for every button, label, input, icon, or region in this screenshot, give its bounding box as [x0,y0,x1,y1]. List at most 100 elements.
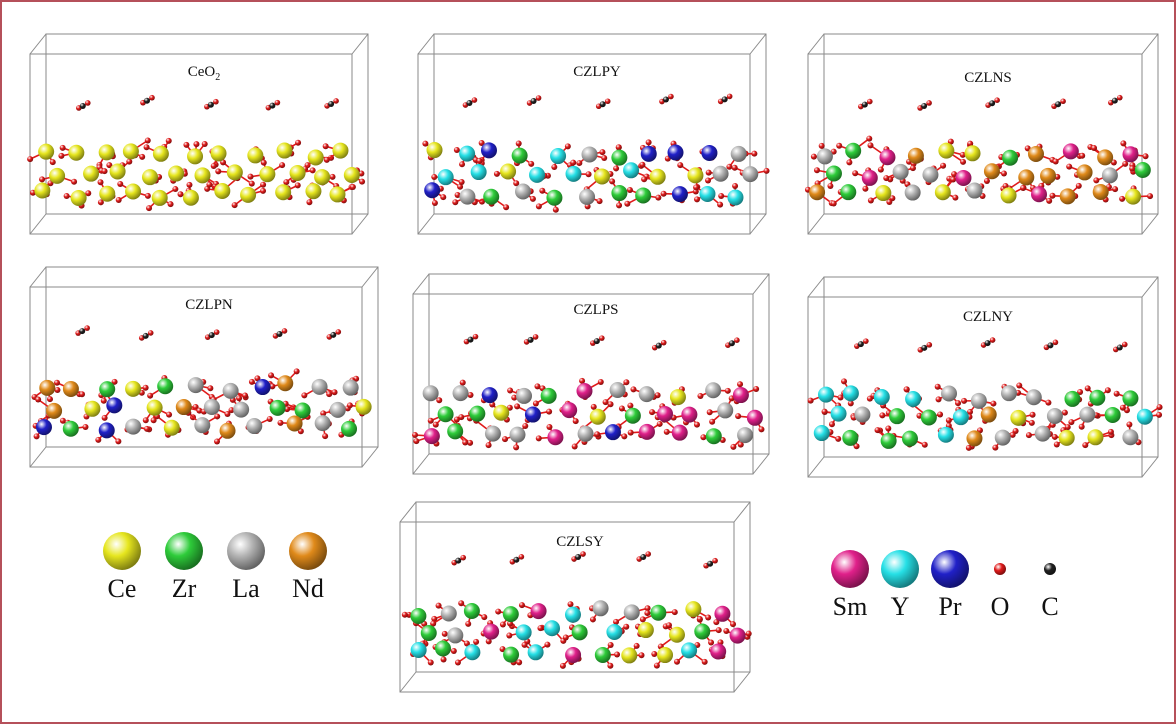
atom-nd [966,430,983,447]
atom-la [440,605,457,622]
oxygen-atom [852,170,859,177]
oxygen-atom [1156,404,1163,411]
atom-zr [410,607,427,624]
oxygen-atom [737,381,744,388]
oxygen-atom [39,176,46,183]
oxygen-atom [959,151,966,158]
oxygen-atom [535,435,542,442]
atom-zr [503,646,520,663]
carbon-atom [599,101,606,108]
oxygen-atom [660,339,667,346]
atom-ce [109,163,126,180]
oxygen-atom [1129,165,1136,172]
oxygen-atom [242,392,249,399]
oxygen-atom [167,201,174,208]
atom-la [484,425,501,442]
oxygen-atom [495,608,502,615]
atom-zr [463,602,480,619]
oxygen-atom [183,141,190,148]
atom-pr [254,379,271,396]
carbon-atom [1111,97,1118,104]
oxygen-atom [532,334,539,340]
atom-sm [681,406,698,423]
atom-ce [275,184,292,201]
panel-title-czlsy: CZLSY [556,534,604,550]
atom-y [410,642,427,659]
atom-ce [98,144,115,161]
oxygen-atom [458,179,465,186]
carbon-atom [455,557,462,564]
oxygen-atom [590,403,597,410]
oxygen-atom [967,408,974,415]
oxygen-atom [514,403,521,410]
oxygen-atom [454,191,461,198]
atom-la [203,399,220,416]
atom-nd [1040,167,1057,184]
oxygen-atom [1077,389,1084,396]
legend-swatch-ce [103,532,141,570]
atom-ce [493,404,510,421]
oxygen-atom [945,417,952,424]
atom-zr [920,409,937,426]
oxygen-atom [655,194,662,201]
oxygen-atom [1046,197,1053,204]
atom-zr [469,405,486,422]
oxygen-atom [266,415,273,422]
atom-nd [46,402,63,419]
atom-ce [329,186,346,203]
oxygen-atom [867,197,874,204]
cell-back-face [45,33,369,215]
oxygen-atom [228,407,235,414]
cell-edge [417,213,435,235]
legend-item-zr: Zr [156,530,212,604]
oxygen-atom [879,412,886,419]
atom-zr [511,147,528,164]
carbon-atom [662,96,669,103]
oxygen-atom [559,662,566,669]
czlps-structure [412,273,770,475]
oxygen-atom [585,171,592,178]
oxygen-atom [616,202,623,209]
atom-nd [1092,184,1109,201]
oxygen-atom [213,329,220,335]
legend-ball [165,532,203,570]
oxygen-atom [95,436,102,443]
oxygen-atom [926,100,932,106]
legend-swatch-y [881,550,919,588]
atom-la [447,627,464,644]
atom-sm [861,169,878,186]
oxygen-atom [1119,195,1126,202]
atom-la [452,385,469,402]
atom-la [1101,167,1118,184]
oxygen-atom [453,146,460,153]
cell-edge [807,33,825,55]
oxygen-atom [989,337,996,343]
atom-y [544,620,561,637]
atom-ce [187,148,204,165]
atom-zr [594,646,611,663]
oxygen-atom [580,551,586,557]
panel-czlns: CZLNS [802,24,1174,264]
atom-ce [259,166,276,183]
legend-ball [103,532,141,570]
atom-la [712,165,729,182]
oxygen-atom [481,614,488,621]
atom-sm [746,409,763,426]
atom-ce [70,189,87,206]
atom-la [941,385,958,402]
atom-zr [269,399,286,416]
atom-zr [434,640,451,657]
oxygen-atom [206,181,213,188]
legend-item-nd: Nd [280,530,336,604]
oxygen-atom [358,170,365,177]
atom-zr [624,407,641,424]
atom-la [966,182,983,199]
oxygen-atom [546,408,553,415]
panel-title-czlps: CZLPS [573,302,619,318]
oxygen-atom [627,429,634,436]
atom-zr [705,428,722,445]
oxygen-atom [644,605,651,612]
oxygen-atom [499,621,506,628]
atom-ce [685,601,702,618]
atom-sm [671,424,688,441]
